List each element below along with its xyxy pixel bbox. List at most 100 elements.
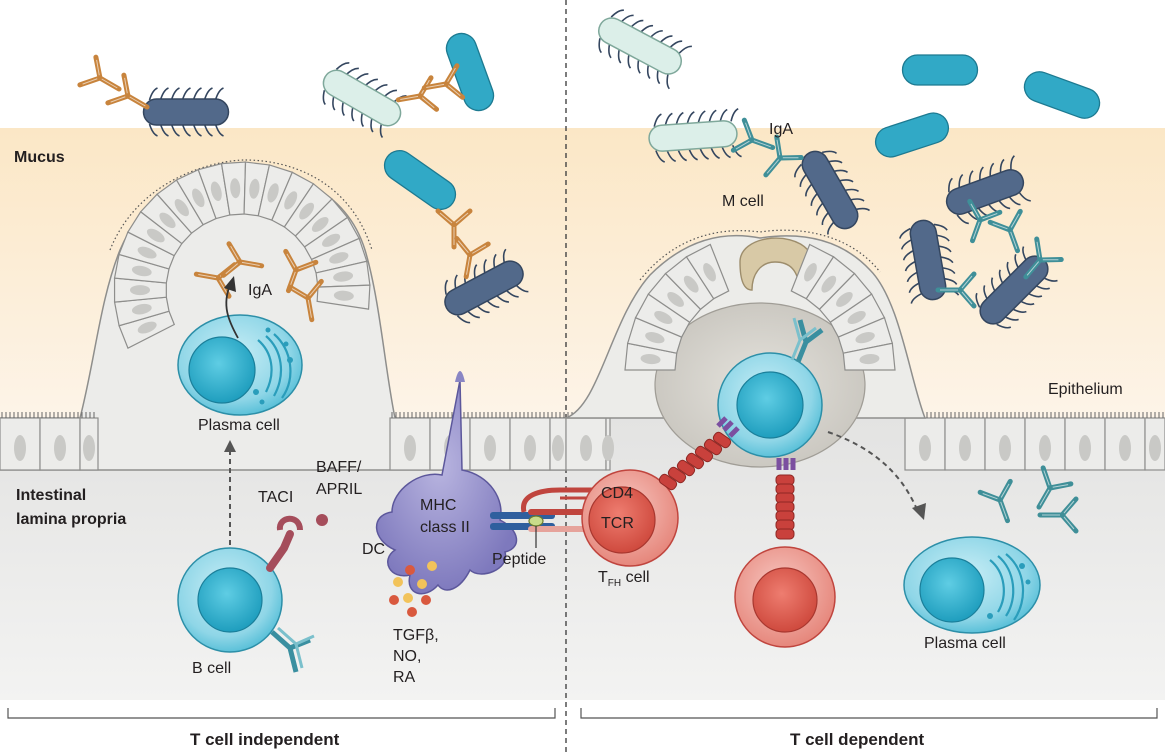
epithelial-nucleus — [130, 285, 151, 296]
iga-antibodies — [77, 54, 1079, 534]
flagellum — [996, 323, 1012, 329]
epithelial-nucleus — [804, 263, 817, 282]
chain-bead — [694, 445, 714, 463]
antibody-highlight — [982, 483, 1010, 519]
flagellum — [610, 9, 624, 18]
bacterium-body — [444, 260, 524, 316]
epithelial-nucleus — [284, 191, 298, 210]
antibody-highlight — [1042, 500, 1075, 530]
factor-dot — [421, 595, 431, 605]
bacterium-dark — [945, 155, 1031, 225]
bacterium-body — [322, 69, 402, 127]
footer-band — [0, 700, 1165, 756]
iga-antibody — [730, 117, 776, 153]
epithelial-nucleus — [1149, 435, 1161, 461]
factor-dot — [393, 577, 403, 587]
plasma-cell-left — [177, 314, 303, 416]
chain-bead — [685, 452, 705, 470]
dome-epithelial-cells — [624, 243, 896, 371]
iga-antibody — [421, 63, 466, 100]
epithelial-nucleus — [667, 291, 684, 307]
label-plasma-right: Plasma cell — [924, 635, 1006, 652]
b-cell-dome — [717, 317, 824, 458]
receptor-stub — [776, 458, 796, 470]
epithelial-nucleus — [210, 181, 222, 202]
bacterium-light — [597, 9, 692, 90]
epithelial-nucleus — [859, 354, 880, 365]
flagellum — [1010, 155, 1015, 170]
epithelial-nucleus — [703, 263, 716, 282]
antibody-highlight — [82, 59, 118, 89]
iga-antibody — [967, 198, 1003, 244]
antibody-highlight — [426, 67, 461, 97]
secretion-arrowhead — [224, 276, 236, 292]
bacterium-dark — [444, 248, 529, 324]
flagellum — [444, 279, 449, 295]
bacterium-body — [909, 219, 947, 301]
flagellum — [948, 177, 953, 193]
flagellum — [821, 150, 838, 154]
label-mhc-1: MHC — [420, 497, 456, 514]
iga-antibody — [987, 208, 1023, 254]
bacterium-rod — [901, 54, 979, 86]
bacterium-rod — [1023, 71, 1101, 119]
epithelial-nucleus — [602, 435, 614, 461]
antibody-highlight — [110, 77, 146, 107]
label-cd4: CD4 — [601, 485, 633, 502]
b-cell — [177, 547, 283, 653]
label-factors-1: TGFβ, — [393, 627, 439, 644]
bacterium-body — [945, 169, 1025, 215]
baff-april-ligand — [316, 514, 328, 526]
label-taci: TACI — [258, 489, 293, 506]
epithelial-nucleus — [131, 303, 152, 315]
iga-antibody — [287, 278, 324, 323]
epithelial-nucleus — [131, 265, 152, 277]
label-lamina-2: lamina propria — [16, 511, 126, 528]
taci-receptor — [266, 515, 303, 572]
tfh-cell — [581, 469, 679, 567]
iga-antibody — [77, 54, 122, 92]
flagellum — [910, 292, 923, 304]
epithelial-nucleus — [146, 228, 165, 243]
bacterium-rod — [874, 112, 950, 158]
receptor-stub — [716, 416, 740, 438]
label-factors-2: NO, — [393, 648, 421, 665]
flagellum — [666, 74, 670, 90]
bacterium-rod — [445, 32, 495, 112]
factor-dot — [407, 607, 417, 617]
iga-antibody — [1036, 465, 1074, 510]
label-epithelium: Epithelium — [1048, 381, 1123, 398]
mhc-tcr-synapse — [490, 487, 600, 548]
bacterium-dark — [899, 219, 960, 304]
chain-bead — [775, 528, 795, 540]
epithelial-nucleus — [821, 275, 837, 293]
epithelial-nucleus — [1119, 435, 1131, 461]
epithelial-nucleus — [645, 332, 665, 344]
chain-bead — [658, 473, 678, 491]
epithelial-nucleus — [14, 435, 26, 461]
secreted-factors-dots — [389, 561, 437, 617]
label-plasma-left: Plasma cell — [198, 417, 280, 434]
epithelial-cell — [509, 417, 551, 471]
epithelial-nucleus — [54, 435, 66, 461]
factor-dot — [427, 561, 437, 571]
flagellum — [653, 113, 662, 127]
epithelial-nucleus — [1079, 435, 1091, 461]
epithelial-nucleus — [329, 252, 349, 264]
epithelial-nucleus — [847, 311, 866, 324]
label-tfh-main: T — [598, 569, 608, 586]
label-mhc-2: class II — [420, 519, 470, 536]
bacterium-body — [142, 98, 230, 126]
epithelial-nucleus — [524, 435, 536, 461]
b-cell-receptor — [270, 626, 315, 673]
differentiation-arrow-right — [827, 431, 919, 513]
epithelial-nucleus — [484, 435, 496, 461]
plasma-cell-right — [903, 536, 1041, 634]
bacterium-dark — [794, 150, 871, 235]
flagellum — [335, 62, 350, 70]
flagellum — [730, 108, 739, 122]
label-b-cell: B cell — [192, 660, 231, 677]
flagellum — [598, 38, 603, 54]
flagellum — [731, 144, 742, 158]
factor-dot — [417, 579, 427, 589]
